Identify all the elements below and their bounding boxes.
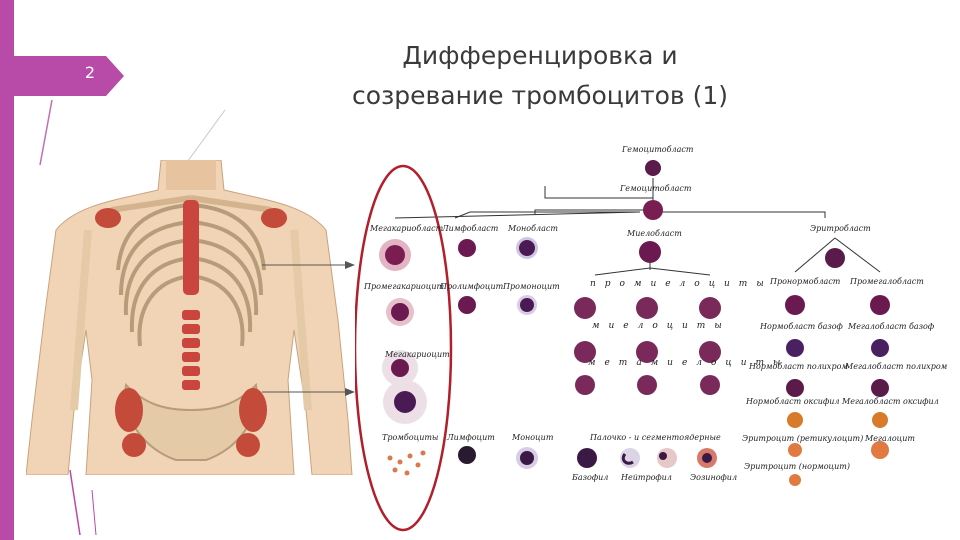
label-hemocytoblast: Гемоцитобласт [622,145,694,154]
erythroblast-cell [825,248,845,268]
lymphocyte-cell [458,446,476,464]
label-normoblast-poly: Нормобласт полихром [749,362,849,371]
page-title: Дифференцировка и созревание тромбоцитов… [280,36,800,116]
myelocyte-cell-3 [699,341,721,363]
label-band-segmented: Палочко - и сегментоядерные [590,433,721,442]
metamyelocyte-cell-2 [637,375,657,395]
label-megakaryoblast: Мегакариобласт [370,224,444,233]
label-eosinophil: Эозинофил [690,473,738,482]
erythrocyte-cell [789,474,801,486]
label-normoblast-ortho: Нормобласт оксифил [746,397,840,406]
torso-skeleton-illustration [26,160,353,475]
promyelocyte-cell-3 [699,297,721,319]
label-erythrocyte: Эритроцит (нормоцит) [744,462,850,471]
label-hemocytoblast2: Гемоцитобласт [620,184,692,193]
hemocytoblast-cell [645,160,661,176]
megaloblast-baso-cell [871,339,889,357]
slide-number-tab [14,56,124,96]
megakaryocyte-lineage-highlight [355,164,453,532]
reticulocyte-cell [788,443,802,457]
normoblast-baso-cell [786,339,804,357]
label-basophil: Базофил [572,473,609,482]
metamyelocyte-cell-3 [700,375,720,395]
thrombocytes-cluster [387,450,426,476]
myelocyte-cell-1 [574,341,596,363]
label-myeloblast: Миелобласт [627,229,682,238]
label-megalocyte: Мегалоцит [865,434,915,443]
slide-number: 2 [84,63,96,82]
label-megaloblast-ortho: Мегалобласт оксифил [842,397,939,406]
title-line-1: Дифференцировка и [402,41,678,70]
label-pronormoblast: Пронормобласт [770,277,841,286]
metamyelocyte-cell-1 [575,375,595,395]
hematopoiesis-scheme [355,160,890,532]
label-myelocytes: миелоциты [592,321,731,331]
label-promonocyte: Промоноцит [503,282,560,291]
title-line-2: созревание тромбоцитов (1) [351,81,729,110]
myeloblast-cell [639,241,661,263]
megaloblast-poly-cell [871,379,889,397]
label-monocyte: Моноцит [512,433,554,442]
label-promegakaryocyte: Промегакариоцит [364,282,445,291]
normoblast-ortho-cell [787,412,803,428]
label-lymphocyte: Лимфоцит [447,433,495,442]
label-metamyelocytes: метамиелоциты [588,358,790,368]
label-megaloblast-baso: Мегалобласт базоф [848,322,935,331]
label-neutrophil: Нейтрофил [621,473,672,482]
label-megaloblast-poly: Мегалобласт полихром [845,362,948,371]
label-thrombocytes: Тромбоциты [382,433,439,442]
label-promegaloblast: Промегалобласт [850,277,924,286]
pronormoblast-cell [785,295,805,315]
label-monoblast: Монобласт [508,224,558,233]
prolymphocyte-cell [458,296,476,314]
label-lymphoblast: Лимфобласт [442,224,499,233]
promyelocyte-cell-2 [636,297,658,319]
left-accent-bar [0,0,14,540]
label-erythroblast: Эритробласт [810,224,871,233]
promegaloblast-cell [870,295,890,315]
label-promyelocytes: промиелоциты [590,279,773,289]
label-normoblast-baso: Нормобласт базоф [760,322,843,331]
label-prolymphocyte: Пролимфоцит [440,282,504,291]
megalocyte-cell [871,441,889,459]
myelocyte-cell-2 [636,341,658,363]
megaloblast-ortho-cell [872,412,888,428]
lymphoblast-cell [458,239,476,257]
basophil-cell [577,448,597,468]
label-reticulocyte: Эритроцит (ретикулоцит) [742,434,864,443]
label-megakaryocyte: Мегакариоцит [385,350,450,359]
promyelocyte-cell-1 [574,297,596,319]
normoblast-poly-cell [786,379,804,397]
hemocytoblast2-cell [643,200,663,220]
